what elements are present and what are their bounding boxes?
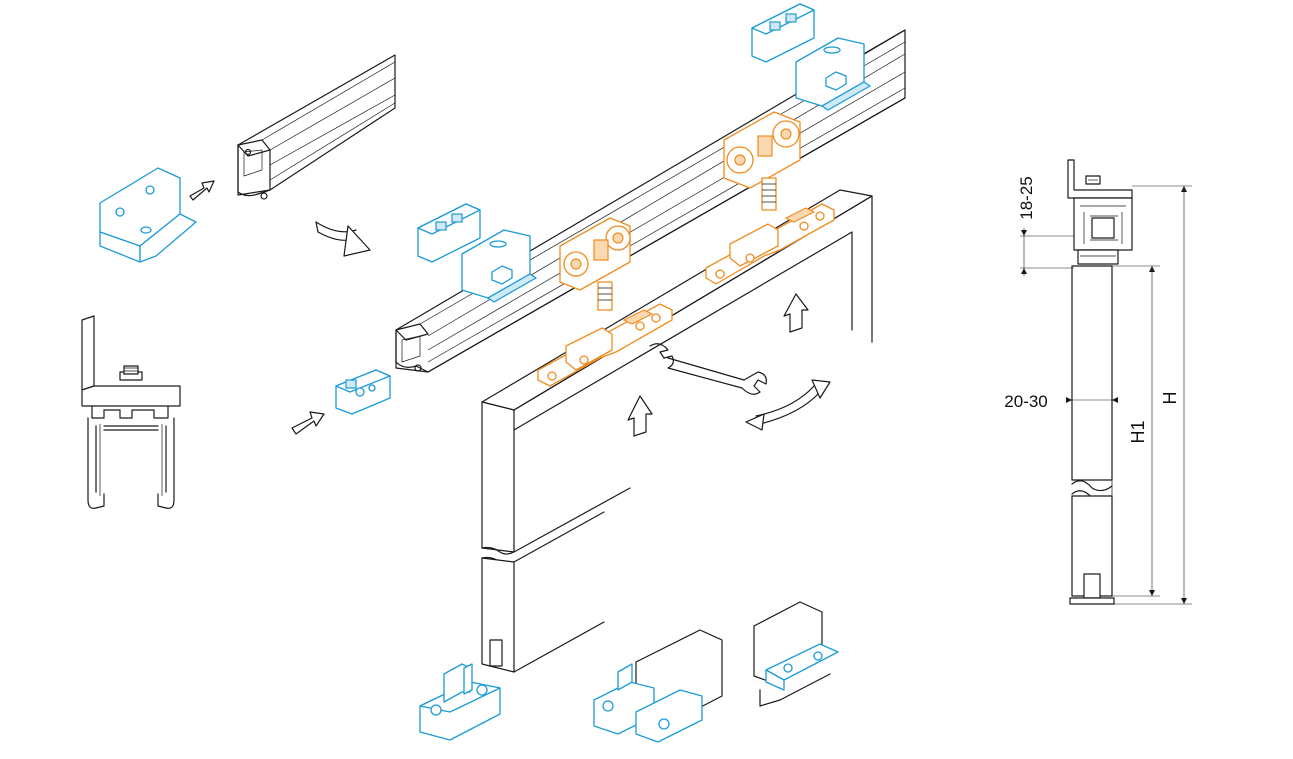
floor-guide-3: [753, 601, 839, 707]
curved-arrow-icon: [745, 379, 831, 431]
dimension-label-side-gap: 20-30: [1004, 392, 1047, 411]
curved-arrow-icon: [315, 221, 371, 257]
wall-bracket-small: [99, 167, 197, 263]
dimension-label-top-gap: 18-25: [1017, 176, 1036, 219]
arrow-icon: [627, 395, 653, 437]
roller-carriage-right: [723, 111, 801, 211]
end-stop-clip: [335, 369, 391, 415]
dimension-label-h: H: [1160, 392, 1180, 405]
dimension-label-h1: H1: [1128, 420, 1148, 443]
floor-guide-2: [593, 629, 723, 743]
rail-section-short: [237, 54, 396, 200]
wall-bracket-left: [417, 203, 538, 303]
roller-carriage-left: [559, 217, 631, 311]
wall-bracket-right: [751, 3, 872, 111]
hanger-plate-right: [705, 203, 835, 285]
arrow-icon: [189, 180, 215, 201]
rail-cross-section: [81, 315, 181, 509]
wrench-icon: [649, 343, 767, 395]
floor-guide-1: [419, 663, 501, 741]
elevation-section: 18-25 20-30 H1 H: [1004, 159, 1192, 605]
arrow-icon: [783, 293, 809, 333]
arrow-icon: [291, 411, 325, 435]
hanger-plate-left: [537, 303, 673, 387]
